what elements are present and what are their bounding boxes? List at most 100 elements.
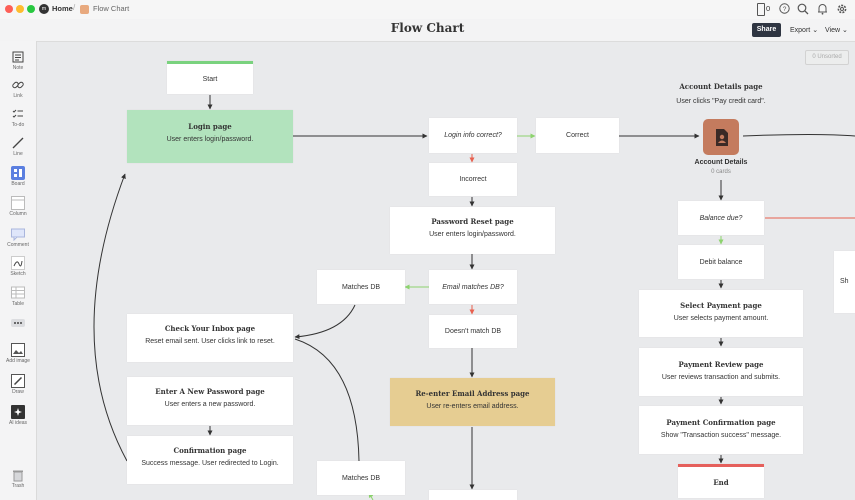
table-icon	[11, 286, 25, 299]
tool-ai-ideas[interactable]: AI ideas	[0, 405, 36, 426]
bell-icon[interactable]	[817, 3, 828, 15]
minimize-window-button[interactable]	[16, 5, 24, 13]
link-icon	[12, 81, 24, 89]
tool-todo-label: To-do	[11, 122, 25, 128]
tool-comment[interactable]: Comment	[0, 227, 36, 248]
trash[interactable]: Trash	[0, 468, 36, 489]
tool-sketch-label: Sketch	[10, 271, 26, 277]
board-icon	[11, 166, 25, 180]
tool-add-image-label: Add image	[6, 358, 30, 364]
login-correct-label: Login info correct?	[444, 132, 502, 139]
end-node[interactable]: End	[678, 464, 764, 498]
payment-review-node[interactable]: Payment Review page User reviews transac…	[639, 348, 803, 396]
gear-icon[interactable]	[836, 3, 848, 15]
start-label: Start	[202, 75, 218, 83]
login-correct-decision[interactable]: Login info correct?	[429, 118, 517, 153]
device-icon[interactable]	[757, 3, 765, 16]
clipped-right-label: Sh	[840, 278, 849, 285]
end-label: End	[713, 478, 729, 487]
tool-link-label: Link	[13, 93, 23, 99]
confirmation-node[interactable]: Confirmation page Success message. User …	[127, 436, 293, 484]
home-link[interactable]: Home	[52, 4, 73, 13]
password-reset-subtitle: User enters login/password.	[429, 231, 516, 238]
check-inbox-title: Check Your Inbox page	[164, 324, 256, 333]
login-page-title: Login page	[188, 122, 232, 131]
export-menu[interactable]: Export ⌄	[790, 26, 818, 34]
tool-board[interactable]: Board	[0, 166, 36, 187]
account-details-card-count: 0 cards	[711, 169, 731, 175]
checklist-icon	[12, 109, 23, 118]
device-count: 0	[766, 4, 771, 13]
correct-label: Correct	[566, 132, 589, 139]
board-canvas[interactable]: 0 Unsorted Start Login page User enters …	[37, 41, 855, 500]
breadcrumb-flow-chart[interactable]: Flow Chart	[93, 4, 130, 13]
sketch-icon	[11, 256, 25, 270]
unsorted-counter[interactable]: 0 Unsorted	[805, 50, 849, 65]
comment-icon	[11, 228, 25, 241]
balance-due-decision[interactable]: Balance due?	[678, 201, 764, 235]
tool-note[interactable]: Note	[0, 50, 36, 71]
maximize-window-button[interactable]	[27, 5, 35, 13]
new-password-title: Enter A New Password page	[155, 387, 265, 396]
correct-node[interactable]: Correct	[536, 118, 619, 153]
close-window-button[interactable]	[5, 5, 13, 13]
payment-confirmation-node[interactable]: Payment Confirmation page Show "Transact…	[639, 406, 803, 454]
page-title: Flow Chart	[390, 21, 465, 35]
view-menu[interactable]: View ⌄	[825, 26, 848, 34]
help-icon[interactable]: ?	[779, 3, 790, 14]
partial-node[interactable]	[429, 490, 517, 500]
matches-db-node-2[interactable]: Matches DB	[317, 461, 405, 495]
incorrect-label: Incorrect	[459, 176, 487, 183]
password-reset-node[interactable]: Password Reset page User enters login/pa…	[390, 207, 555, 254]
email-matches-decision[interactable]: Email matches DB?	[429, 270, 517, 304]
chevron-down-icon: ⌄	[842, 27, 848, 34]
password-reset-title: Password Reset page	[431, 217, 514, 226]
share-button[interactable]: Share	[752, 23, 781, 37]
reenter-email-node[interactable]: Re-enter Email Address page User re-ente…	[390, 378, 555, 426]
account-details-header: Account Details page User clicks "Pay cr…	[651, 82, 791, 105]
connector-lines	[93, 95, 855, 500]
connector	[93, 173, 128, 462]
tool-todo[interactable]: To-do	[0, 107, 36, 128]
debit-balance-node[interactable]: Debit balance	[678, 245, 764, 279]
check-inbox-node[interactable]: Check Your Inbox page Reset email sent. …	[127, 314, 293, 362]
reenter-email-title: Re-enter Email Address page	[415, 389, 530, 398]
more-tools-button[interactable]	[0, 316, 36, 330]
tool-link[interactable]: Link	[0, 78, 36, 99]
payment-review-title: Payment Review page	[678, 360, 764, 369]
clipped-right-node[interactable]: Sh	[834, 251, 855, 313]
login-page-node[interactable]: Login page User enters login/password.	[127, 110, 293, 163]
account-details-board-label: Account Details 0 cards	[671, 159, 771, 175]
tool-draw[interactable]: Draw	[0, 374, 36, 395]
connector	[742, 134, 855, 137]
confirmation-subtitle: Success message. User redirected to Logi…	[141, 460, 279, 467]
tool-line[interactable]: Line	[0, 136, 36, 157]
tool-table-label: Table	[12, 301, 24, 307]
search-icon[interactable]	[797, 3, 809, 15]
tool-note-label: Note	[12, 65, 24, 71]
tool-table[interactable]: Table	[0, 286, 36, 307]
tool-comment-label: Comment	[7, 242, 29, 248]
board-icon	[80, 5, 89, 14]
select-payment-subtitle: User selects payment amount.	[673, 315, 769, 322]
tool-add-image[interactable]: Add image	[0, 343, 36, 364]
select-payment-node[interactable]: Select Payment page User selects payment…	[639, 290, 803, 337]
confirmation-title: Confirmation page	[173, 446, 247, 455]
new-password-node[interactable]: Enter A New Password page User enters a …	[127, 377, 293, 425]
tool-sketch[interactable]: Sketch	[0, 256, 36, 277]
note-icon	[12, 51, 24, 63]
matches-db-node[interactable]: Matches DB	[317, 270, 405, 304]
doesnt-match-node[interactable]: Doesn't match DB	[429, 315, 517, 348]
account-details-board[interactable]	[703, 119, 739, 155]
breadcrumb-separator: /	[73, 3, 76, 12]
matches-db-2-label: Matches DB	[341, 474, 381, 482]
tool-draw-label: Draw	[12, 389, 24, 395]
start-node[interactable]: Start	[167, 61, 253, 94]
incorrect-node[interactable]: Incorrect	[429, 163, 517, 196]
tool-column[interactable]: Column	[0, 196, 36, 217]
home-logo-icon[interactable]: m	[39, 4, 49, 14]
doesnt-match-label: Doesn't match DB	[444, 328, 502, 335]
tool-line-label: Line	[13, 151, 23, 157]
connector	[294, 304, 356, 340]
image-icon	[11, 343, 25, 357]
